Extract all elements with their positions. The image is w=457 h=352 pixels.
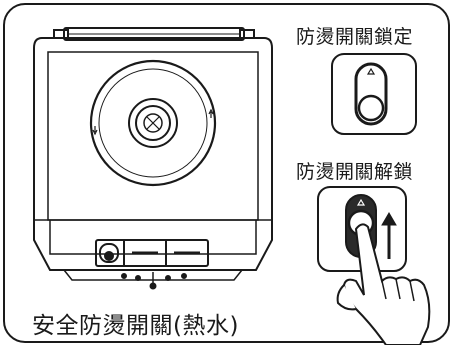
appliance-hinge (63, 27, 245, 41)
panel-switch (99, 243, 119, 263)
unlock-switch-icon (317, 186, 431, 345)
appliance-top-view-illustration (33, 27, 273, 290)
hinge-right (239, 29, 255, 39)
appliance-body (33, 37, 273, 271)
lid-knob (128, 98, 178, 148)
lid-circle-outer (89, 59, 217, 187)
caption: 安全防燙開關(熱水) (32, 313, 239, 339)
lock-switch-icon (331, 53, 417, 135)
lock-title: 防燙開關鎖定 (296, 26, 414, 48)
up-arrow-icon (381, 212, 397, 259)
hand-press-icon (342, 223, 431, 345)
appliance-lid (47, 51, 259, 221)
control-panel (95, 239, 209, 267)
hinge-left (53, 29, 69, 39)
illustration-frame (3, 3, 450, 343)
unlock-title: 防燙開關解鎖 (296, 161, 414, 183)
